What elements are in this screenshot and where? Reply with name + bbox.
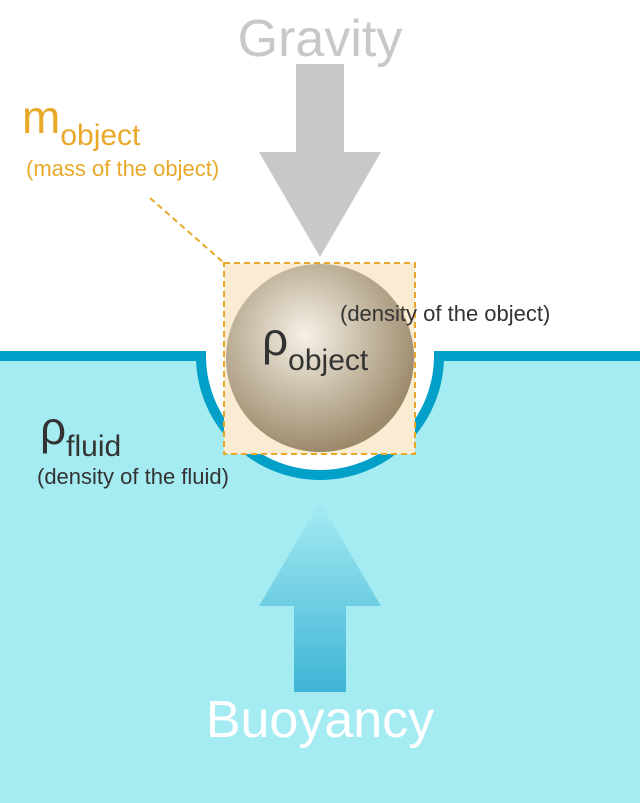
- fluid-surface: [0, 351, 640, 480]
- mass-subscript: object: [60, 119, 141, 152]
- buoyancy-label: Buoyancy: [206, 691, 434, 749]
- mass-leader-line: [149, 197, 225, 264]
- object-sphere: [226, 264, 414, 452]
- object-density-subscript: object: [288, 344, 369, 377]
- gravity-label: Gravity: [238, 10, 403, 68]
- mass-box-outline: [223, 262, 416, 455]
- fluid-density-subscript: fluid: [66, 430, 121, 463]
- object-density-label: ρobject: [262, 313, 369, 377]
- fluid-density-label: ρfluid: [40, 402, 121, 463]
- object-density-symbol: ρ: [262, 313, 288, 365]
- fluid-density-description: (density of the fluid): [37, 464, 229, 489]
- object-density-description: (density of the object): [340, 301, 550, 326]
- mass-description: (mass of the object): [26, 156, 219, 181]
- fluid-density-symbol: ρ: [40, 402, 66, 454]
- gravity-arrow-icon: [259, 64, 381, 257]
- buoyancy-arrow-icon: [259, 502, 381, 692]
- mass-label: mobject: [22, 91, 141, 152]
- mass-symbol: m: [22, 91, 60, 143]
